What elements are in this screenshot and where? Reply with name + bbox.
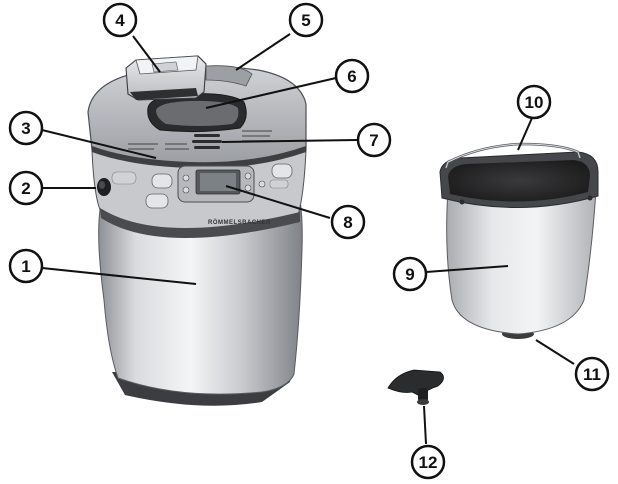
callout-number: 9 (405, 265, 414, 284)
leader-line-7 (221, 139, 358, 143)
handle-rivet-right (587, 195, 593, 201)
callout-circle (516, 84, 552, 120)
pan-body (446, 189, 597, 335)
panel-buttons-left (111, 171, 173, 209)
callout-circle (8, 170, 44, 206)
callout-number: 5 (301, 11, 310, 30)
callout-3: 3 (8, 110, 44, 146)
callout-number: 10 (525, 93, 544, 112)
leader-line-1 (41, 267, 197, 285)
callout-7: 7 (356, 122, 392, 158)
leader-line-9 (425, 265, 509, 273)
callout-number: 6 (347, 67, 356, 86)
leader-line-10 (517, 117, 533, 151)
leader-line-6 (205, 77, 337, 109)
callout-10: 10 (516, 84, 552, 120)
dispenser-lid (125, 55, 207, 101)
callout-circle (8, 248, 44, 284)
steam-vent (192, 134, 222, 149)
callout-number: 7 (369, 131, 378, 150)
callout-circle (392, 256, 428, 292)
callout-number: 12 (419, 453, 438, 472)
leader-line-11 (535, 339, 575, 365)
pan-interior (448, 160, 590, 202)
callout-number: 8 (343, 213, 352, 232)
leader-line-4 (132, 35, 161, 73)
leader-lines (41, 33, 575, 445)
callout-12: 12 (410, 444, 446, 480)
baking-pan (439, 142, 599, 339)
callout-number: 2 (21, 179, 30, 198)
display-unit (177, 165, 266, 203)
callout-4: 4 (102, 2, 138, 38)
callout-5: 5 (288, 2, 324, 38)
callout-9: 9 (392, 256, 428, 292)
leader-line-3 (41, 129, 157, 159)
callout-circle (8, 110, 44, 146)
side-handle (97, 178, 111, 196)
panel-lower-rim (100, 208, 300, 239)
dispenser-hinge (205, 65, 253, 87)
callout-2: 2 (8, 170, 44, 206)
callout-number: 3 (21, 119, 30, 138)
callout-circle (330, 204, 366, 240)
callouts: 1 2 3 4 5 6 7 8 (8, 2, 610, 480)
brand-label: RÖMMELSBACHER (208, 219, 271, 226)
handle-rivet-left (459, 199, 465, 205)
callout-number: 1 (21, 257, 30, 276)
bread-maker: RÖMMELSBACHER (87, 55, 307, 406)
callout-circle (102, 2, 138, 38)
callout-circle (288, 2, 324, 38)
callout-11: 11 (574, 356, 610, 392)
callout-circle (356, 122, 392, 158)
callout-number: 4 (115, 11, 125, 30)
leader-line-12 (423, 405, 427, 445)
leader-line-5 (235, 33, 291, 71)
callout-8: 8 (330, 204, 366, 240)
callout-6: 6 (334, 58, 370, 94)
lid-edge (92, 146, 306, 169)
callout-circle (574, 356, 610, 392)
callout-circle (334, 58, 370, 94)
callout-number: 11 (583, 365, 601, 384)
panel-buttons-right (269, 163, 293, 189)
leader-line-8 (225, 185, 331, 219)
kneading-paddle (387, 369, 444, 405)
callout-circle (410, 444, 446, 480)
callout-1: 1 (8, 248, 44, 284)
window-reflection (156, 100, 239, 126)
